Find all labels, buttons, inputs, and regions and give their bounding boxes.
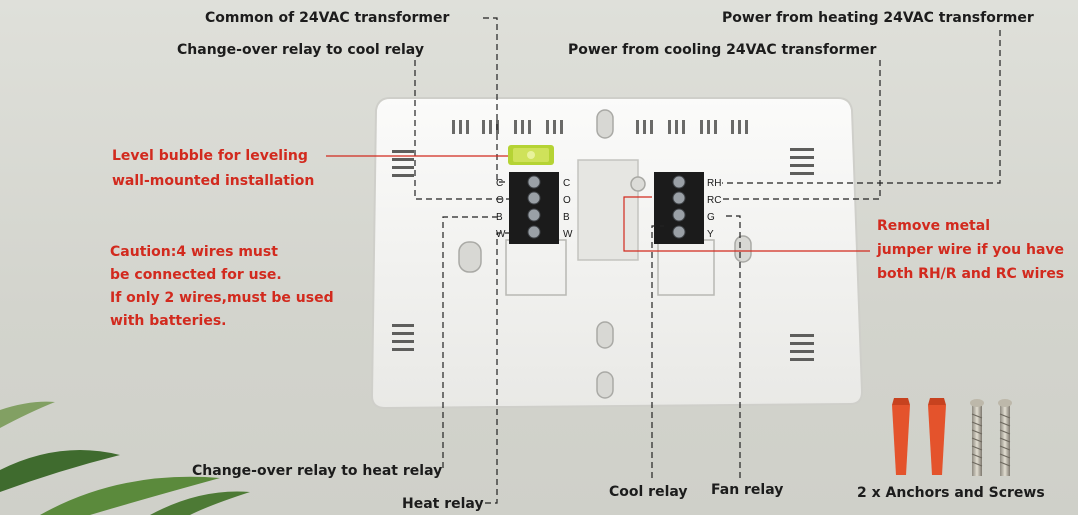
level-bubble (508, 145, 554, 165)
label-remove-jumper-2: jumper wire if you have (877, 242, 1065, 258)
label-remove-jumper-1: Remove metal (877, 218, 990, 234)
terminal-letter: W (563, 229, 573, 240)
leader-lines (414, 17, 1001, 504)
terminal-letter: B (496, 212, 503, 223)
jumper-wire (623, 196, 870, 252)
plant-decoration (0, 401, 250, 515)
label-anchors-screws: 2 x Anchors and Screws (857, 485, 1045, 501)
terminal-letter: C (496, 178, 503, 189)
terminal-letter: C (563, 178, 570, 189)
caution-line: If only 2 wires,must be used (110, 290, 334, 306)
label-power-heating: Power from heating 24VAC transformer (722, 10, 1034, 26)
label-changeover-heat: Change-over relay to heat relay (192, 463, 443, 479)
label-fan-relay: Fan relay (711, 482, 784, 498)
label-common-24vac: Common of 24VAC transformer (205, 10, 450, 26)
right-terminal-letters: RH RC G Y (707, 178, 721, 240)
terminal-letter: RC (707, 195, 721, 206)
terminal-letter: B (563, 212, 570, 223)
left-terminal-block (509, 172, 559, 244)
label-power-cooling: Power from cooling 24VAC transformer (568, 42, 877, 58)
label-heat-relay: Heat relay (402, 496, 484, 512)
terminal-letter: W (496, 229, 506, 240)
label-changeover-cool: Change-over relay to cool relay (177, 42, 424, 58)
label-remove-jumper-3: both RH/R and RC wires (877, 266, 1065, 282)
terminal-letter: O (563, 195, 571, 206)
terminal-letter: O (496, 195, 504, 206)
terminal-letter: Y (707, 229, 714, 240)
caution-line: be connected for use. (110, 267, 282, 283)
caution-note: Caution:4 wires must be connected for us… (110, 241, 334, 333)
caution-line: Caution:4 wires must (110, 244, 278, 260)
left-terminal-letters-outer: C O B W (496, 178, 506, 240)
left-terminal-letters-inner: C O B W (563, 178, 573, 240)
label-level-bubble-2: wall-mounted installation (112, 173, 315, 189)
wall-plate (370, 97, 864, 410)
terminal-letter: RH (707, 178, 721, 189)
label-level-bubble-1: Level bubble for leveling (112, 148, 308, 164)
terminal-letter: G (707, 212, 715, 223)
right-terminal-block (654, 172, 704, 244)
caution-line: with batteries. (110, 313, 227, 329)
anchors-and-screws (892, 398, 1012, 476)
label-cool-relay: Cool relay (609, 484, 688, 500)
